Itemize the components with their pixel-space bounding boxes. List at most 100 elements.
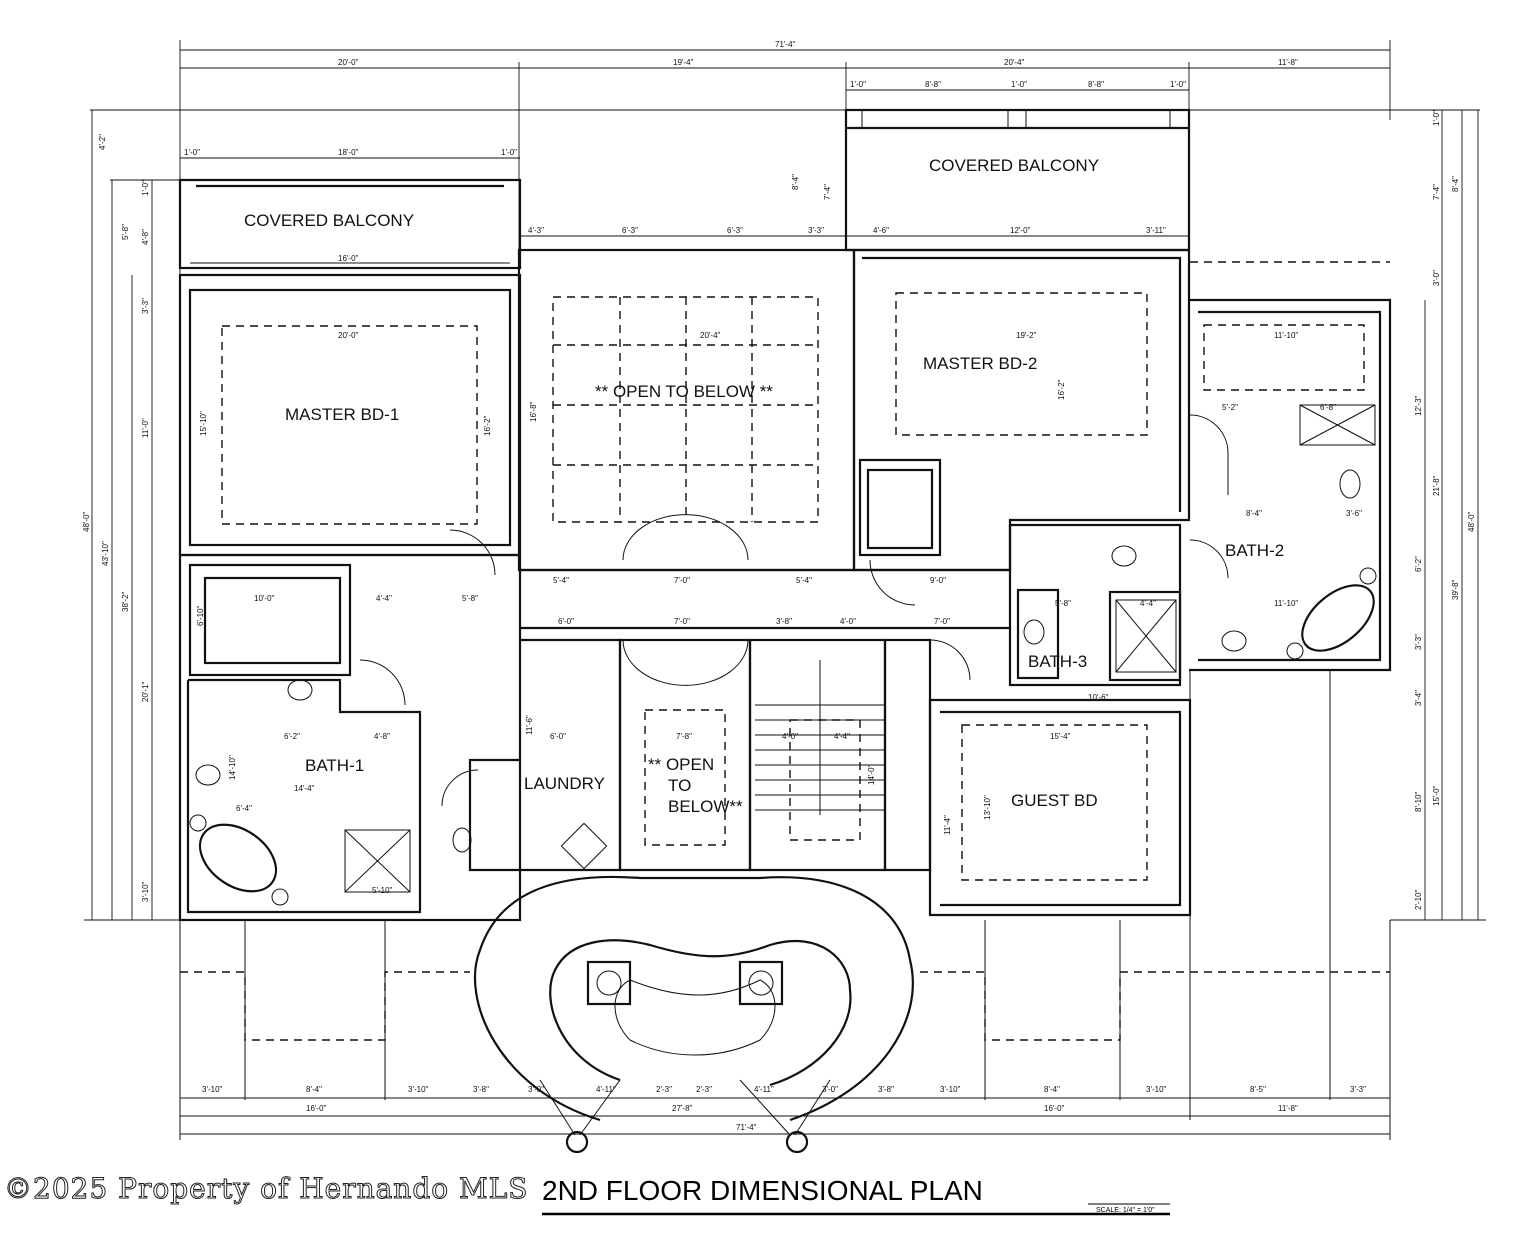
dim-right-7: 6'-2" — [1414, 556, 1423, 572]
dim-open-depth: 16'-8" — [529, 401, 538, 422]
dim-bath1-3: 14'-4" — [294, 784, 315, 793]
dim-mid-4: 4'-6" — [873, 226, 889, 235]
dim-hall-4: 9'-0" — [930, 576, 946, 585]
title-block: ©2025 Property of Hernando MLS 2ND FLOOR… — [4, 1172, 1170, 1216]
dim-bath1-2: 4'-8" — [374, 732, 390, 741]
dim-bath1-6: 5'-10" — [372, 886, 393, 895]
dim-bot2-3: 16'-0" — [1044, 1104, 1065, 1113]
straight-stair — [755, 660, 885, 815]
dim-bal-r-5: 1'-0" — [1170, 80, 1186, 89]
dim-bath2-d: 3'-6" — [1346, 509, 1362, 518]
room-master-bd-1: MASTER BD-1 — [285, 405, 399, 424]
room-bath-2: BATH-2 — [1225, 541, 1284, 560]
dim-bot-7: 2'-3" — [656, 1085, 672, 1094]
dim-stair-2: 4'-4" — [834, 732, 850, 741]
dim-left-1: 4'-2" — [98, 134, 107, 150]
room-laundry: LAUNDRY — [524, 774, 605, 793]
dim-right-9: 39'-8" — [1451, 579, 1460, 600]
dim-hall-6: 7'-0" — [674, 617, 690, 626]
dim-mid-7: 4'-3" — [528, 226, 544, 235]
dim-open-small: 7'-8" — [676, 732, 692, 741]
dim-laundry-2: 11'-6" — [525, 715, 534, 735]
dim-bot-3: 3'-10" — [408, 1085, 429, 1094]
dim-bath2-w: 11'-10" — [1274, 331, 1298, 340]
dim-left-5: 20'-1" — [141, 681, 150, 702]
dim-mbd1-depth: 15'-10" — [199, 411, 208, 436]
dim-left-3: 3'-3" — [141, 298, 150, 314]
exterior-walls — [178, 108, 1392, 922]
room-bath-1: BATH-1 — [305, 756, 364, 775]
dim-right-12: 8'-10" — [1414, 791, 1423, 812]
dim-right-5: 12'-3" — [1414, 395, 1423, 416]
side-dimension-lines — [84, 110, 1486, 921]
dim-left-2: 5'-8" — [121, 224, 130, 240]
room-covered-balcony-left: COVERED BALCONY — [244, 211, 414, 230]
room-covered-balcony-right: COVERED BALCONY — [929, 156, 1099, 175]
room-open-small-2: TO — [668, 776, 691, 795]
dim-top-2: 19'-4" — [673, 58, 694, 67]
drawing-title: 2ND FLOOR DIMENSIONAL PLAN — [542, 1175, 983, 1206]
dim-bot-4: 3'-8" — [473, 1085, 489, 1094]
dim-bath3-2: 4'-4" — [1140, 599, 1156, 608]
dim-bot-12: 3'-10" — [940, 1085, 961, 1094]
dim-right-4: 3'-0" — [1432, 270, 1441, 286]
dim-mbd1-depth2: 16'-2" — [483, 415, 492, 436]
dim-hall-7: 3'-8" — [776, 617, 792, 626]
dim-hall-9: 7'-0" — [934, 617, 950, 626]
dim-open-width: 20'-4" — [700, 331, 721, 340]
dim-bal-r-3: 1'-0" — [1011, 80, 1027, 89]
dim-closet-2: 6'-10" — [196, 605, 205, 626]
dim-right-8: 3'-3" — [1414, 634, 1423, 650]
dim-hall-3: 5'-4" — [796, 576, 812, 585]
dim-left-4: 11'-0" — [141, 418, 150, 438]
dim-bal-mid-2: 7'-4" — [823, 184, 832, 200]
dim-bal-r-4: 8'-8" — [1088, 80, 1104, 89]
dim-bot-16: 3'-3" — [1350, 1085, 1366, 1094]
dim-left-9: 48'-0" — [82, 511, 91, 532]
dim-closet-4: 5'-8" — [462, 594, 478, 603]
dim-right-13: 15'-0" — [1432, 785, 1441, 806]
room-master-bd-2: MASTER BD-2 — [923, 354, 1037, 373]
dim-right-14: 2'-10" — [1414, 889, 1423, 910]
dim-bot-1: 3'-10" — [202, 1085, 223, 1094]
dim-bath2-e: 11'-10" — [1274, 599, 1298, 608]
dim-overall-top: 71'-4" — [775, 40, 796, 49]
dim-mbd2-width: 19'-2" — [1016, 331, 1037, 340]
dim-mbd1-width: 20'-0" — [338, 331, 359, 340]
dim-bot-5: 3'-0" — [528, 1085, 544, 1094]
dim-right-3: 8'-4" — [1451, 176, 1460, 192]
fixtures — [189, 404, 1377, 906]
dim-guest-w: 15'-4" — [1050, 732, 1071, 741]
door-swings — [359, 414, 1229, 807]
room-labels: COVERED BALCONY COVERED BALCONY MASTER B… — [244, 156, 1284, 816]
dim-bot-8: 2'-3" — [696, 1085, 712, 1094]
dim-bath1-4: 14'-10" — [228, 755, 237, 780]
dim-hall-1: 5'-4" — [553, 576, 569, 585]
dim-hall-5: 6'-0" — [558, 617, 574, 626]
dim-bath3-1: 5'-8" — [1055, 599, 1071, 608]
dim-mbd2-depth: 16'-2" — [1057, 379, 1066, 400]
dim-bot-13: 8'-4" — [1044, 1085, 1060, 1094]
interior-dimension-labels: 20'-0" 15'-10" 16'-2" 20'-4" 16'-8" 19'-… — [196, 174, 1362, 895]
dim-bot2-4: 11'-8" — [1278, 1104, 1298, 1113]
dim-bal-l-1: 1'-0" — [184, 148, 200, 157]
dim-bal-mid-1: 8'-4" — [791, 174, 800, 190]
dim-mid-2: 6'-3" — [727, 226, 743, 235]
dim-stair-1: 4'-0" — [782, 732, 798, 741]
dim-mid-1: 6'-3" — [622, 226, 638, 235]
room-bath-3: BATH-3 — [1028, 652, 1087, 671]
bottom-envelope — [179, 670, 1391, 1140]
dim-left-10: 1'-0" — [141, 180, 150, 196]
dim-hall-2: 7'-0" — [674, 576, 690, 585]
dim-bal-l-width: 16'-0" — [338, 254, 359, 263]
dim-bath1-5: 6'-4" — [236, 804, 252, 813]
drawing-scale: SCALE: 1/4" = 1'0" — [1096, 1207, 1155, 1214]
dim-guest-2: 11'-4" — [943, 815, 952, 835]
dim-bath3-3: 10'-6" — [1088, 693, 1109, 702]
dim-closet-1: 10'-0" — [254, 594, 275, 603]
dim-left-7: 38'-2" — [121, 591, 130, 612]
top-dimension-lines — [90, 40, 1480, 310]
dashed-overlays — [180, 261, 1390, 1041]
dim-guest-d: 13'-10" — [983, 795, 992, 820]
